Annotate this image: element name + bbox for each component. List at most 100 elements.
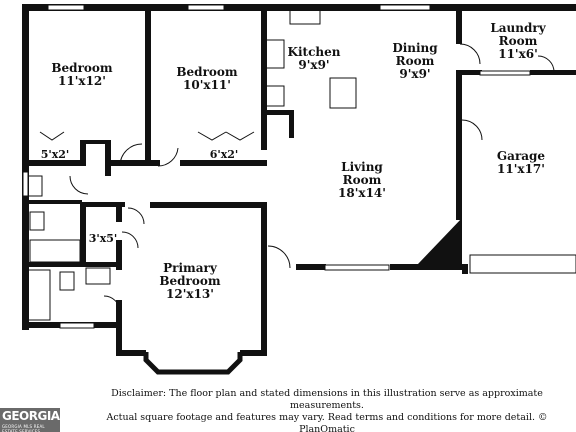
room-name: Laundry Room — [490, 21, 546, 48]
door-bedroom2 — [157, 147, 179, 167]
toilet — [29, 211, 45, 231]
doors — [39, 43, 555, 313]
windows — [22, 4, 576, 329]
bathtub — [29, 239, 81, 263]
room-dimension: 11'x12' — [58, 74, 106, 88]
bath-wall-3 — [80, 202, 125, 207]
laundry-bottom-a — [462, 70, 482, 75]
primary-right-wall — [261, 202, 267, 356]
closet-wall-a — [80, 140, 86, 166]
bath-wall-2 — [80, 202, 86, 262]
bath-wall-1 — [22, 200, 82, 204]
fireplace-block — [418, 218, 462, 270]
kitchen-island — [329, 77, 357, 109]
primary-left-wall — [116, 300, 122, 356]
room-dimension: 11'x17' — [497, 162, 545, 176]
door-front — [267, 245, 291, 269]
room-name: Living Room — [341, 160, 383, 187]
primary-sink — [85, 267, 111, 285]
door-laundry — [459, 43, 481, 65]
room-dimension: 10'x11' — [183, 78, 231, 92]
bedroom-divider-wall — [145, 4, 151, 164]
room-name: Bedroom — [51, 61, 113, 75]
bedroom1-bottom-wall — [22, 160, 82, 166]
closet-wall-c — [80, 140, 110, 144]
window-living — [324, 264, 390, 271]
primary-bottom-left — [116, 350, 146, 356]
closet2-bifold-b — [225, 131, 255, 141]
pantry-top — [261, 110, 293, 115]
door-primary-bath — [103, 295, 121, 313]
logo-tagline: GEORGIA MLS REAL ESTATE SERVICES — [2, 424, 45, 432]
garage-door — [469, 254, 576, 274]
bay-window-inner — [149, 355, 237, 368]
bedroom2-bottom-wall — [180, 160, 267, 166]
window-bath — [22, 171, 29, 197]
room-label-bedroom2: Bedroom 10'x11' — [176, 66, 237, 92]
stove — [265, 39, 285, 69]
pantry-right — [289, 110, 294, 138]
kitchen-divider-wall — [261, 4, 267, 150]
hall-wall-1 — [110, 160, 160, 166]
closet2-bifold-a — [197, 131, 227, 141]
disclaimer-line-1: Disclaimer: The floor plan and stated di… — [111, 388, 543, 411]
closet3-wall-b — [116, 240, 122, 270]
top-wall-laundry — [460, 4, 576, 11]
closet3-wall — [116, 202, 122, 222]
room-label-laundry: Laundry Room 11'x6' — [488, 22, 548, 61]
primary-tub — [27, 269, 51, 321]
room-dimension: 11'x6' — [498, 47, 538, 61]
door-primary — [127, 207, 145, 225]
georgia-mls-logo: GEORGIAMLS GEORGIA MLS REAL ESTATE SERVI… — [0, 408, 87, 432]
room-dimension: 12'x13' — [166, 287, 214, 301]
laundry-divider-wall — [456, 4, 462, 44]
top-wall — [22, 4, 460, 11]
window-bath2 — [59, 322, 95, 329]
closet-label-1: 5'x2' — [40, 148, 70, 161]
window-laundry — [479, 70, 531, 76]
closet1-bifold — [39, 131, 65, 141]
room-dimension: 18'x14' — [338, 186, 386, 200]
bay-window-outer — [143, 352, 243, 375]
room-dimension: 9'x9' — [399, 67, 431, 81]
living-bottom-1 — [296, 264, 326, 270]
bath-wall-4 — [22, 262, 122, 267]
room-name: Dining Room — [392, 41, 438, 68]
room-name: Kitchen — [287, 45, 341, 59]
primary-toilet — [59, 271, 75, 291]
living-bottom-2 — [390, 264, 420, 270]
window-bedroom2 — [187, 4, 225, 11]
closet-label-3: 3'x5' — [88, 232, 118, 245]
room-name: Primary Bedroom — [159, 261, 221, 288]
room-label-kitchen: Kitchen 9'x9' — [288, 46, 341, 72]
garage-divider-wall — [456, 70, 462, 220]
primary-top-wall — [150, 202, 267, 208]
door-bedroom1 — [119, 143, 143, 167]
dishwasher — [265, 85, 285, 107]
garage-corner — [462, 264, 468, 274]
door-hall-bath — [69, 175, 89, 195]
bath-sink — [27, 175, 43, 197]
room-dimension: 9'x9' — [298, 58, 330, 72]
room-label-bedroom1: Bedroom 11'x12' — [51, 62, 112, 88]
primary-bottom-right — [240, 350, 267, 356]
closet-wall-b — [105, 140, 111, 176]
window-dining — [379, 4, 431, 11]
left-wall-upper — [22, 4, 29, 164]
laundry-bottom-b — [530, 70, 576, 75]
door-laundry2 — [537, 55, 555, 73]
window-bedroom1 — [47, 4, 85, 11]
fireplace-label: FP — [426, 229, 438, 239]
fixtures — [27, 7, 357, 321]
room-name: Garage — [496, 149, 546, 163]
logo-name: GEORGIAMLS — [2, 409, 87, 423]
room-label-primary: Primary Bedroom 12'x13' — [155, 262, 225, 301]
disclaimer-line-2: Actual square footage and features may v… — [106, 412, 548, 432]
left-wall-lower — [22, 160, 29, 330]
room-name: Bedroom — [176, 65, 238, 79]
room-label-dining: Dining Room 9'x9' — [385, 42, 445, 81]
disclaimer: Disclaimer: The floor plan and stated di… — [92, 388, 562, 432]
closet-label-2: 6'x2' — [209, 148, 239, 161]
